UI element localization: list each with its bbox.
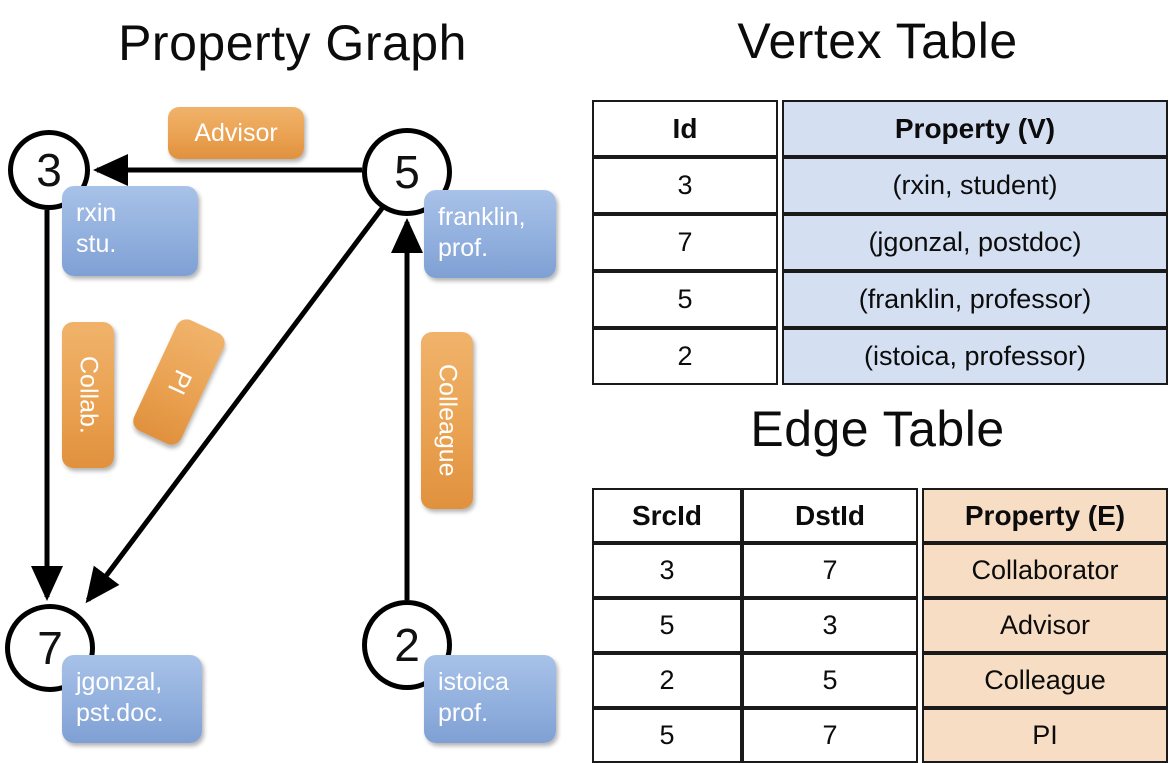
- vertex-table-column-gap: [778, 100, 782, 157]
- edge-callout-advisor[interactable]: Advisor: [168, 107, 304, 159]
- vertex-callout-5-line1: franklin,: [438, 203, 526, 231]
- vertex-table-column-gap: [778, 157, 782, 214]
- edge-row-0-property: Collaborator: [922, 543, 1168, 598]
- table-row: 2 5 Colleague: [592, 653, 1168, 708]
- vertex-row-2-property: (franklin, professor): [782, 271, 1168, 328]
- vertex-table-header-id: Id: [592, 100, 778, 157]
- edge-row-0-dst: 7: [742, 543, 918, 598]
- edge-callout-colleague-label: Colleague: [433, 364, 462, 477]
- vertex-table-header-row: Id Property (V): [592, 100, 1168, 157]
- vertex-callout-3[interactable]: rxin stu.: [62, 186, 198, 276]
- vertex-row-0-id: 3: [592, 157, 778, 214]
- edge-table-header-srcid: SrcId: [592, 488, 742, 543]
- vertex-row-1-id: 7: [592, 214, 778, 271]
- edge-callout-collab[interactable]: Collab.: [62, 322, 114, 468]
- edge-table-column-gap: [918, 708, 922, 763]
- graph-node-3-label: 3: [36, 144, 62, 196]
- vertex-callout-5-line2: prof.: [438, 233, 489, 262]
- edge-row-2-src: 2: [592, 653, 742, 708]
- page-title-vertex-table: Vertex Table: [737, 13, 1018, 69]
- edge-line-5-to-7: [85, 205, 385, 604]
- edge-table: SrcId DstId Property (E) 3 7 Collaborato…: [592, 488, 1168, 763]
- vertex-callout-2-line2: prof.: [438, 698, 489, 727]
- edge-callout-advisor-label: Advisor: [194, 118, 278, 147]
- vertex-callout-2[interactable]: istoica prof.: [424, 655, 556, 743]
- vertex-table-column-gap: [778, 214, 782, 271]
- vertex-table: Id Property (V) 3 (rxin, student) 7 (jgo…: [592, 100, 1168, 385]
- edge-table-column-gap: [918, 543, 922, 598]
- edge-row-1-property: Advisor: [922, 598, 1168, 653]
- edge-table-column-gap: [918, 653, 922, 708]
- table-row: 3 7 Collaborator: [592, 543, 1168, 598]
- vertex-table-column-gap: [778, 271, 782, 328]
- graph-node-2[interactable]: 2: [362, 600, 452, 690]
- vertex-callout-7-line1: jgonzal,: [76, 668, 163, 696]
- table-row: 5 3 Advisor: [592, 598, 1168, 653]
- edge-table-header-property: Property (E): [922, 488, 1168, 543]
- page-title-property-graph: Property Graph: [118, 15, 467, 71]
- vertex-callout-3-line2: stu.: [76, 229, 117, 258]
- edge-callout-pi-label: PI: [161, 365, 198, 399]
- vertex-row-1-property: (jgonzal, postdoc): [782, 214, 1168, 271]
- vertex-callout-5[interactable]: franklin, prof.: [424, 190, 556, 278]
- graph-edge-lines: [31, 154, 423, 604]
- vertex-table-column-gap: [778, 328, 782, 385]
- vertex-callout-3-line1: rxin: [76, 199, 117, 227]
- edge-table-column-gap: [918, 598, 922, 653]
- edge-table-column-gap: [918, 488, 922, 543]
- vertex-callout-7-line2: pst.doc.: [76, 698, 164, 727]
- table-row: 3 (rxin, student): [592, 157, 1168, 214]
- edge-row-0-src: 3: [592, 543, 742, 598]
- property-graph-diagram: 3 5 7 2 rxin stu. franklin, prof. jgonza…: [0, 0, 585, 760]
- edge-table-header-dstid: DstId: [742, 488, 918, 543]
- graph-node-2-label: 2: [394, 619, 420, 671]
- edge-callout-collab-label: Collab.: [74, 356, 103, 434]
- graph-node-7-label: 7: [37, 622, 63, 674]
- vertex-callout-2-line1: istoica: [438, 668, 509, 696]
- edge-row-3-dst: 7: [742, 708, 918, 763]
- edge-row-3-property: PI: [922, 708, 1168, 763]
- edge-table-header-row: SrcId DstId Property (E): [592, 488, 1168, 543]
- edge-row-1-dst: 3: [742, 598, 918, 653]
- table-row: 5 (franklin, professor): [592, 271, 1168, 328]
- graph-node-5[interactable]: 5: [362, 128, 452, 216]
- vertex-table-header-property: Property (V): [782, 100, 1168, 157]
- edge-row-2-property: Colleague: [922, 653, 1168, 708]
- vertex-row-0-property: (rxin, student): [782, 157, 1168, 214]
- table-row: 2 (istoica, professor): [592, 328, 1168, 385]
- vertex-callout-7[interactable]: jgonzal, pst.doc.: [62, 655, 202, 743]
- vertex-row-2-id: 5: [592, 271, 778, 328]
- edge-callout-colleague[interactable]: Colleague: [421, 332, 473, 509]
- vertex-row-3-property: (istoica, professor): [782, 328, 1168, 385]
- table-row: 7 (jgonzal, postdoc): [592, 214, 1168, 271]
- edge-row-2-dst: 5: [742, 653, 918, 708]
- edge-row-1-src: 5: [592, 598, 742, 653]
- table-row: 5 7 PI: [592, 708, 1168, 763]
- page-title-edge-table: Edge Table: [750, 401, 1005, 457]
- vertex-row-3-id: 2: [592, 328, 778, 385]
- edge-row-3-src: 5: [592, 708, 742, 763]
- graph-node-5-label: 5: [394, 146, 420, 198]
